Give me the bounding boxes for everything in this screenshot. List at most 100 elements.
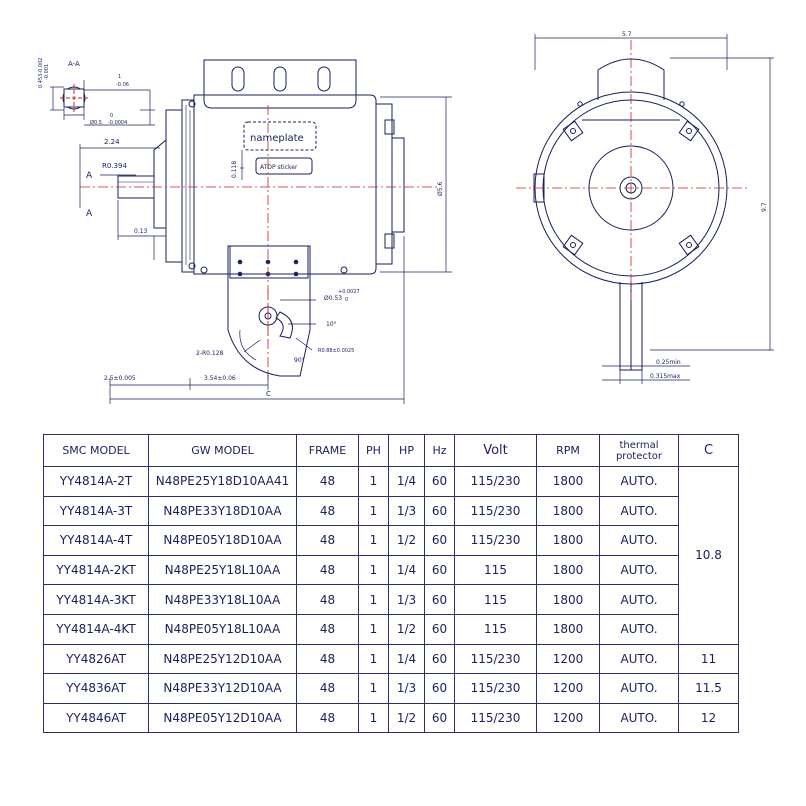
cell-ph: 1 bbox=[358, 673, 389, 704]
cell-hz: 60 bbox=[424, 495, 455, 527]
nameplate-label: nameplate bbox=[250, 133, 304, 144]
cell-volt: 115/230 bbox=[454, 643, 537, 675]
cell-hp: 1/4 bbox=[388, 466, 425, 497]
section-aa-detail bbox=[50, 80, 155, 126]
cell-volt: 115 bbox=[454, 613, 537, 645]
cell-frame: 48 bbox=[296, 613, 359, 645]
cell-smc-model: YY4814A-2T bbox=[43, 466, 149, 497]
cell-gw-model: N48PE25Y18L10AA bbox=[148, 554, 297, 586]
cell-hp: 1/4 bbox=[388, 643, 425, 675]
end-view bbox=[533, 58, 728, 371]
overall-dim: C bbox=[266, 390, 271, 398]
cell-c: 11 bbox=[678, 643, 739, 675]
cell-rpm: 1800 bbox=[536, 584, 600, 615]
foot-max: 0.315max bbox=[650, 373, 681, 380]
motor-technical-drawing: A-A 0.453-0.002 -0.001 1 -0.06 0 Ø0.5 -0… bbox=[38, 31, 774, 404]
cell-thermal-protector: AUTO. bbox=[599, 643, 679, 675]
hole-diameter: Ø0.53 bbox=[324, 295, 342, 302]
section-a-bottom: A bbox=[86, 209, 93, 219]
cell-smc-model: YY4814A-4KT bbox=[43, 613, 149, 645]
cell-gw-model: N48PE25Y12D10AA bbox=[148, 643, 297, 675]
cell-smc-model: YY4836AT bbox=[43, 673, 149, 704]
cell-ph: 1 bbox=[358, 613, 389, 645]
cell-smc-model: YY4814A-3KT bbox=[43, 584, 149, 615]
cell-c: 12 bbox=[678, 702, 739, 734]
end-dimensions bbox=[534, 34, 774, 384]
base-left-dim: 2.5±0.005 bbox=[104, 375, 136, 382]
cell-hz: 60 bbox=[424, 584, 455, 615]
end-width: 5.7 bbox=[622, 31, 632, 38]
cell-frame: 48 bbox=[296, 673, 359, 704]
header-thermal-line2: protector bbox=[615, 450, 663, 462]
atop-sticker-label: ATOP sticker bbox=[260, 164, 298, 171]
cell-volt: 115/230 bbox=[454, 702, 537, 734]
section-aa-label: A-A bbox=[68, 60, 80, 68]
side-centerlines bbox=[80, 105, 440, 380]
cell-hz: 60 bbox=[424, 554, 455, 586]
cell-smc-model: YY4826AT bbox=[43, 643, 149, 675]
cell-frame: 48 bbox=[296, 702, 359, 734]
cell-hz: 60 bbox=[424, 525, 455, 556]
cell-thermal-protector: AUTO. bbox=[599, 673, 679, 704]
cell-hp: 1/3 bbox=[388, 495, 425, 527]
cell-hp: 1/2 bbox=[388, 613, 425, 645]
cell-ph: 1 bbox=[358, 702, 389, 734]
header-c: C bbox=[678, 434, 739, 467]
cell-volt: 115 bbox=[454, 554, 537, 586]
header-rpm: RPM bbox=[536, 434, 600, 467]
cell-rpm: 1800 bbox=[536, 613, 600, 645]
cell-rpm: 1200 bbox=[536, 673, 600, 704]
cell-gw-model: N48PE05Y18L10AA bbox=[148, 613, 297, 645]
shaft-length: 2.24 bbox=[104, 138, 120, 146]
cell-thermal-protector: AUTO. bbox=[599, 584, 679, 615]
cell-hz: 60 bbox=[424, 702, 455, 734]
spec-table: SMC MODEL GW MODEL FRAME PH HP Hz Volt R… bbox=[43, 434, 739, 734]
cell-ph: 1 bbox=[358, 643, 389, 675]
cell-frame: 48 bbox=[296, 584, 359, 615]
cell-gw-model: N48PE33Y18D10AA bbox=[148, 495, 297, 527]
cell-gw-model: N48PE05Y12D10AA bbox=[148, 702, 297, 734]
end-height: 9.7 bbox=[761, 202, 768, 212]
shaft-radius: R0.394 bbox=[102, 162, 127, 170]
slot-radius: 2-R0.128 bbox=[196, 350, 224, 357]
body-diameter: Ø5.6 bbox=[437, 182, 444, 196]
shaft-dia-tol: 0.453-0.002 bbox=[38, 58, 44, 88]
cell-hp: 1/2 bbox=[388, 702, 425, 734]
hole-tol-bottom: 0 bbox=[345, 297, 348, 303]
shoulder-dim: 0.13 bbox=[134, 228, 148, 235]
cell-rpm: 1800 bbox=[536, 466, 600, 497]
cell-gw-model: N48PE25Y18D10AA41 bbox=[148, 466, 297, 497]
cell-volt: 115/230 bbox=[454, 673, 537, 704]
cell-thermal-protector: AUTO. bbox=[599, 702, 679, 734]
cell-rpm: 1200 bbox=[536, 702, 600, 734]
cell-hp: 1/3 bbox=[388, 584, 425, 615]
cell-hz: 60 bbox=[424, 613, 455, 645]
cell-volt: 115/230 bbox=[454, 525, 537, 556]
cell-frame: 48 bbox=[296, 466, 359, 497]
header-gw-model: GW MODEL bbox=[148, 434, 297, 467]
section-a-top: A bbox=[86, 171, 93, 181]
cell-hz: 60 bbox=[424, 466, 455, 497]
cell-volt: 115/230 bbox=[454, 466, 537, 497]
cell-smc-model: YY4814A-3T bbox=[43, 495, 149, 527]
cell-smc-model: YY4814A-4T bbox=[43, 525, 149, 556]
cell-ph: 1 bbox=[358, 466, 389, 497]
cell-ph: 1 bbox=[358, 525, 389, 556]
slot-angle: 10° bbox=[326, 321, 337, 328]
flat-hole-tol: -0.0004 bbox=[108, 120, 127, 126]
cell-smc-model: YY4814A-2KT bbox=[43, 554, 149, 586]
table-header-row: SMC MODEL GW MODEL FRAME PH HP Hz Volt R… bbox=[43, 434, 739, 467]
cell-ph: 1 bbox=[358, 554, 389, 586]
cell-hz: 60 bbox=[424, 643, 455, 675]
cell-thermal-protector: AUTO. bbox=[599, 554, 679, 586]
cell-hp: 1/4 bbox=[388, 554, 425, 586]
